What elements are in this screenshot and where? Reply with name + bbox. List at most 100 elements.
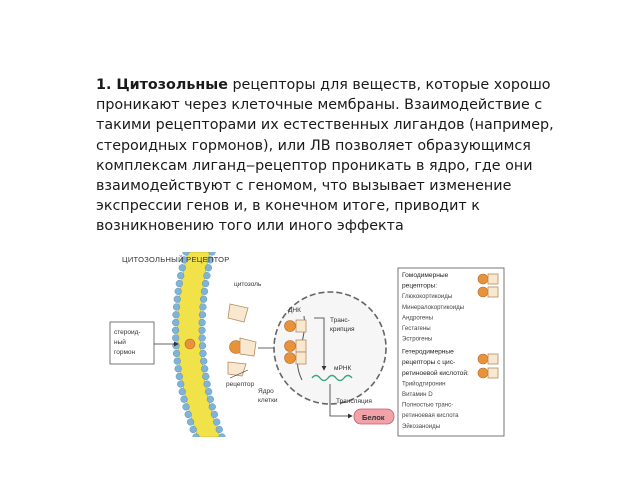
figure-title: ЦИТОЗОЛЬНЫЙ РЕЦЕПТОР [122,255,230,264]
lipid-head [182,252,190,256]
legend-homodimer-icon [477,273,499,298]
lipid-head [218,433,226,437]
lipid-head [172,342,180,350]
lipid-head [200,357,208,365]
lipid-head [192,433,200,437]
dna-label: ДНК [288,307,301,314]
lipid-head [198,311,207,319]
lipid-head [213,418,221,426]
lipid-head [198,334,206,342]
lipid-head [203,272,211,280]
term-number: 1 [96,77,106,93]
lipid-head [206,395,214,403]
lipid-head [186,418,195,426]
legend-item: ретиноевой кислотой: [402,369,469,377]
lipid-head [206,256,214,264]
lipid-head [172,349,181,358]
legend-item: Глюкокортикоиды [402,293,452,300]
legend-item: Гетеродимерные [402,349,454,356]
transcription-label-2: крипция [330,326,355,333]
lipid-head [178,264,186,272]
legend-item: Минералокортикоиды [402,304,464,311]
legend-list: Гомодимерные рецепторы: ГлюкокортикоидыМин… [402,272,469,430]
translation-label: Трансляция [336,398,372,405]
lipid-head [180,395,188,403]
receptor-diagram: ЦИТОЗОЛЬНЫЙ РЕЦЕПТОР стероид- ный гормон… [109,252,505,437]
lipid-head [198,318,206,327]
lipid-head [175,279,183,288]
lipid-head [175,372,183,381]
term-title: . Цитозольные [105,77,228,93]
lipid-head [198,326,206,334]
legend-item: рецепторы: [402,283,437,290]
lipid-head [178,388,186,396]
protein-shape [353,408,395,425]
ligand-receptor-complex [229,337,257,357]
lipid-head [171,326,180,334]
lipid-head [202,279,210,288]
description-body: рецепторы для веществ, которые хорошо пр… [96,77,554,235]
legend-item: Эстрогены [402,336,432,343]
lipid-head [172,318,180,327]
ligand-in-membrane [184,338,196,350]
legend-item: Андрогены [402,314,433,321]
lipid-head [203,380,211,388]
lipid-head [172,311,180,319]
legend-item: Эйкозаноиды [402,423,440,430]
dna-bound-dimer-1 [284,319,307,333]
legend-item: Витамин D [402,391,433,398]
mrna-label: мРНК [334,365,351,372]
lipid-head [189,425,197,434]
lipid-head [173,357,181,365]
lipid-head [210,410,219,419]
receptor-label: рецептор [226,381,255,388]
lipid-head [182,403,190,411]
dna-bound-dimer-2 [284,339,307,365]
nucleus-label-2: клетки [258,397,278,404]
lipid-head [198,342,207,350]
legend-item: Гомодимерные [402,272,449,279]
lipid-head [184,410,192,419]
hormone-box [109,321,155,365]
lipid-head [199,303,207,311]
lipid-head [172,334,180,342]
lipid-head [174,287,182,295]
legend-item: ретиноевая кислота [402,412,459,419]
lipid-head [172,303,181,311]
lipid-head [208,252,216,256]
legend-item: Полностью транс- [402,402,453,409]
lipid-head [177,272,185,280]
free-receptor-top [227,303,249,323]
legend-heterodimer-icon [477,353,499,379]
protein-label: Белок [362,413,385,422]
hormone-label-2: ный [114,338,126,346]
lipid-head [177,380,185,388]
transcription-arrow [314,317,327,371]
lipid-head [173,295,181,303]
legend-item: Трийодтиронин [402,380,446,387]
nucleus-label-1: Ядро [258,388,274,395]
hormone-label-1: стероид- [114,329,141,336]
lipid-head [215,425,223,434]
legend-item: Гестагены [402,325,431,332]
hormone-label-3: гормон [114,349,136,356]
lipid-head [204,264,213,272]
cytosolic-receptor-figure: ЦИТОЗОЛЬНЫЙ РЕЦЕПТОР стероид- ный гормон… [108,252,508,437]
mrna-strand [311,374,353,382]
lipid-heads-outer [171,252,200,437]
lipid-head [199,349,207,358]
lipid-head [208,403,216,411]
lipid-head [180,256,188,264]
translation-arrow [329,384,353,419]
lipid-head [202,372,210,381]
lipid-head [200,295,208,303]
lipid-head [174,365,182,373]
cytosol-label: цитозоль [234,281,262,288]
description-paragraph: 1. Цитозольные рецепторы для веществ, ко… [96,75,566,237]
receptor-pointer [229,369,249,379]
free-receptor-bottom [227,361,247,377]
cell-membrane [171,252,226,437]
lipid-head [200,287,209,295]
legend-item: рецепторы с цис- [402,359,455,366]
lipid-head [205,388,213,396]
